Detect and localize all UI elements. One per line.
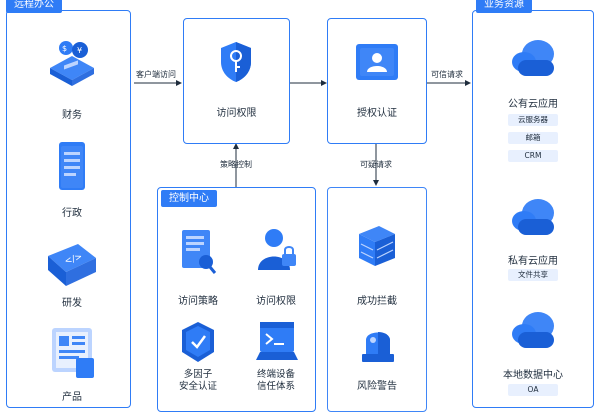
finance-icon: $ ¥ (46, 38, 98, 92)
alarm-light-icon (360, 320, 396, 370)
control-center-panel (157, 187, 316, 412)
user-card-icon (354, 42, 400, 86)
client-access-label: 客户端访问 (136, 70, 176, 79)
access-control-label: 访问权限 (216, 108, 257, 119)
svg-text:$: $ (62, 44, 67, 53)
cc-item-access-policy: 访问策略 (178, 296, 218, 307)
code-terminal-icon: </> (44, 240, 100, 294)
remote-office-title: 远程办公 (6, 0, 62, 13)
shield-key-icon (219, 40, 253, 88)
cc-item-device-trust: 终端设备 信任体系 (256, 369, 295, 392)
control-center-title: 控制中心 (161, 190, 217, 207)
remote-item-rnd: 研发 (62, 298, 82, 309)
remote-item-finance: 财务 (62, 110, 82, 121)
chip-mailbox: 邮箱 (508, 132, 558, 144)
terminal-device-icon (256, 318, 300, 368)
chip-crm: CRM (508, 150, 558, 162)
user-lock-icon (256, 226, 300, 280)
firewall-icon (355, 224, 399, 274)
remote-item-admin: 行政 (62, 208, 82, 219)
cc-item-access-rights: 访问权限 (256, 296, 296, 307)
auth-box (327, 18, 427, 144)
svg-text:¥: ¥ (77, 46, 82, 55)
trusted-request-label: 可信请求 (431, 70, 463, 79)
mfa-icon (178, 318, 220, 370)
cc-item-mfa: 多因子 安全认证 (178, 369, 217, 392)
chip-file-share: 文件共享 (508, 269, 558, 281)
chip-cloud-server: 云服务器 (508, 114, 558, 126)
monitor-icon (48, 326, 98, 386)
business-title: 业务资源 (476, 0, 532, 13)
auth-label: 授权认证 (357, 108, 397, 119)
data-center-cloud-icon (508, 308, 560, 356)
document-icon (55, 140, 89, 198)
risk-item-warning: 风险警告 (357, 381, 397, 392)
data-center-label: 本地数据中心 (503, 370, 563, 381)
public-cloud-label: 公有云应用 (508, 99, 558, 110)
policy-control-label: 策略控制 (220, 160, 252, 169)
suspicious-request-label: 可疑请求 (360, 160, 392, 169)
private-cloud-icon (508, 195, 560, 243)
risk-item-blocked: 成功拦截 (357, 296, 397, 307)
private-cloud-label: 私有云应用 (508, 256, 558, 267)
public-cloud-icon (508, 36, 560, 84)
policy-doc-icon (178, 226, 218, 280)
chip-oa: OA (508, 384, 558, 396)
remote-item-product: 产品 (62, 392, 82, 403)
risk-panel (327, 187, 427, 412)
flow-arrows (134, 80, 471, 187)
